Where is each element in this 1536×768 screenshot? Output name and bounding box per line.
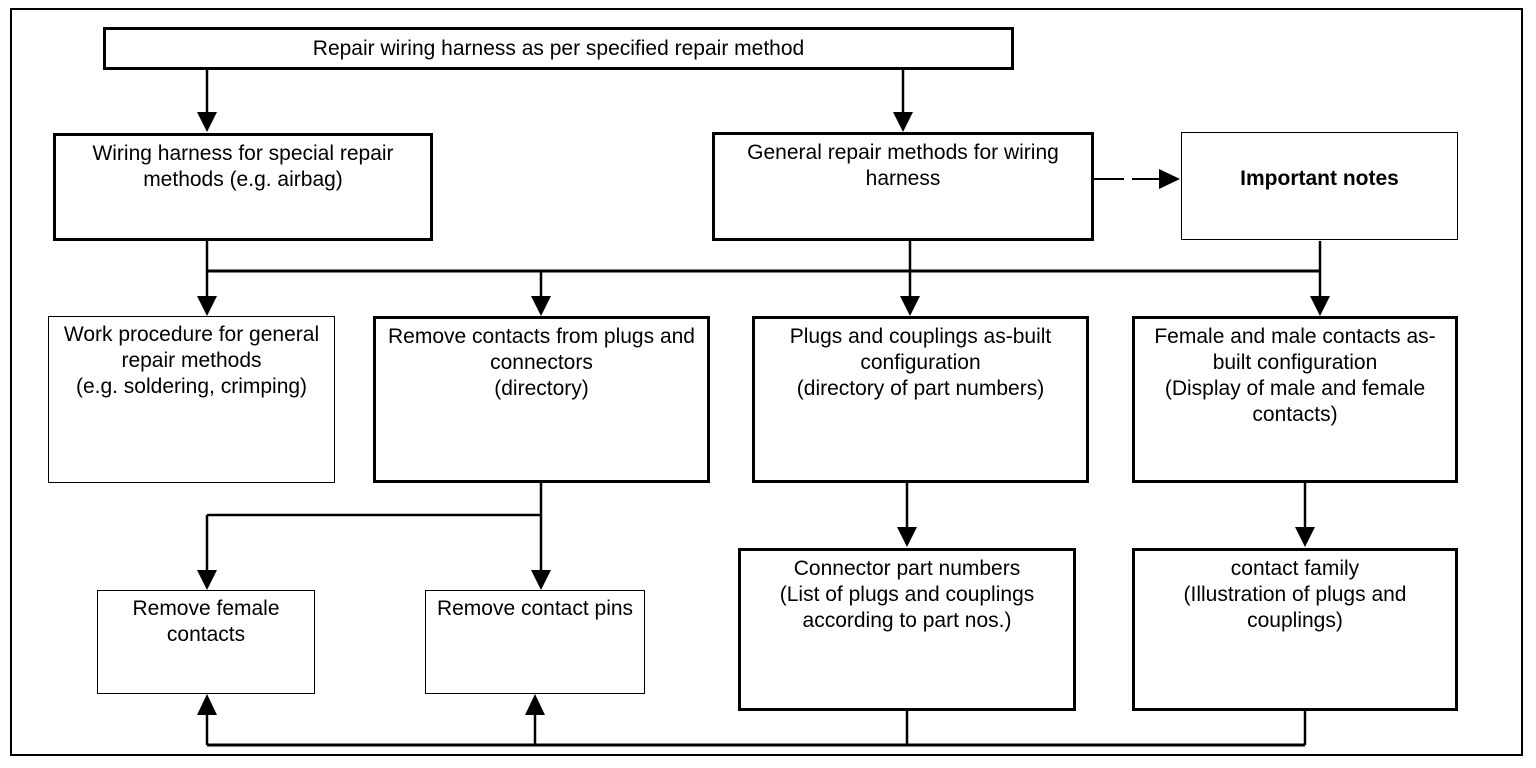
arrowhead (197, 694, 217, 715)
node-connector-part-numbers[interactable]: Connector part numbers (List of plugs an… (738, 548, 1076, 711)
node-contact-family[interactable]: contact family (Illustration of plugs an… (1132, 548, 1458, 711)
arrowhead (900, 296, 920, 316)
node-plugs-couplings[interactable]: Plugs and couplings as-built configurati… (752, 316, 1089, 483)
arrowhead (1159, 169, 1180, 189)
arrowhead (531, 570, 551, 590)
arrowhead (1310, 296, 1330, 316)
arrowhead (525, 694, 545, 715)
arrowhead (897, 527, 917, 547)
arrowhead (197, 296, 217, 316)
arrowhead (893, 112, 913, 132)
arrowheads (197, 112, 1330, 715)
arrowhead (531, 296, 551, 316)
node-special-repair[interactable]: Wiring harness for special repair method… (53, 133, 433, 241)
arrowhead (1295, 527, 1315, 547)
node-repair-root[interactable]: Repair wiring harness as per specified r… (103, 27, 1014, 70)
node-remove-female-contacts[interactable]: Remove female contacts (97, 590, 315, 694)
node-remove-contact-pins[interactable]: Remove contact pins (425, 590, 645, 694)
node-important-notes[interactable]: Important notes (1181, 132, 1458, 240)
node-female-male-contacts[interactable]: Female and male contacts as- built confi… (1132, 316, 1458, 483)
arrowhead (197, 112, 217, 132)
edge-stems (205, 70, 1322, 747)
node-remove-contacts[interactable]: Remove contacts from plugs and connector… (373, 316, 710, 483)
arrowhead (197, 570, 217, 590)
node-general-repair[interactable]: General repair methods for wiring harnes… (712, 132, 1094, 241)
node-work-procedure[interactable]: Work procedure for general repair method… (48, 316, 335, 483)
diagram-border (10, 8, 1523, 756)
